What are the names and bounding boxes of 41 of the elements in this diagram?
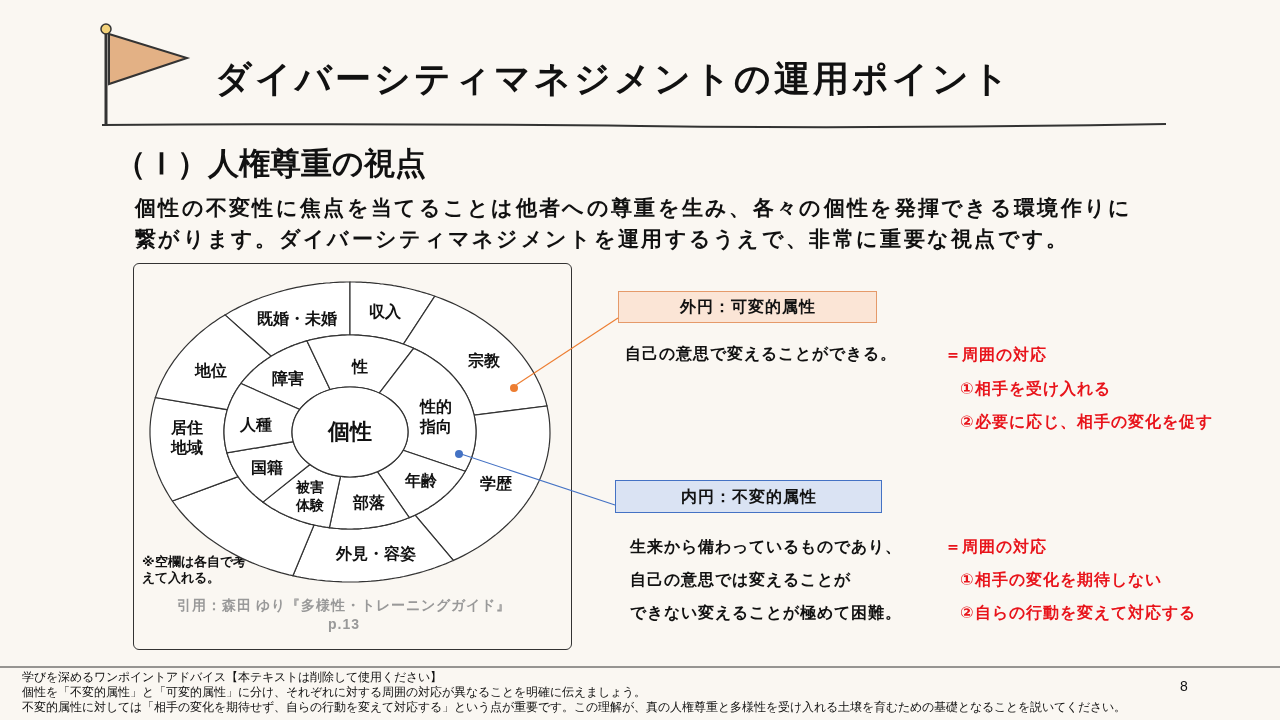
segment-label: 性 — [352, 357, 368, 377]
label-box: 内円：不変的属性 — [615, 480, 882, 513]
segment-label: 外見・容姿 — [336, 544, 416, 564]
diagram-panel — [133, 263, 572, 650]
segment-label: 居住地域 — [170, 418, 204, 458]
description-text: 自己の意思では変えることが — [630, 570, 851, 590]
response-text: ②必要に応じ、相手の変化を促す — [960, 412, 1213, 432]
center-label: 個性 — [328, 418, 372, 446]
segment-label: 宗教 — [468, 351, 500, 371]
description-text: 生来から備わっているものであり、 — [630, 537, 902, 557]
segment-label: 既婚・未婚 — [257, 309, 337, 329]
response-text: ①相手を受け入れる — [960, 379, 1111, 399]
advice-note: 個性を「不変的属性」と「可変的属性」に分け、それぞれに対する周囲の対応が異なることを明確に伝えましょう。 — [22, 685, 646, 700]
segment-label: 地位 — [195, 361, 227, 381]
advice-note: 学びを深めるワンポイントアドバイス【本テキストは削除して使用ください】 — [22, 670, 442, 685]
segment-label: 被害体験 — [295, 478, 325, 514]
segment-label: 収入 — [369, 302, 401, 322]
description-text: できない変えることが極めて困難。 — [630, 603, 902, 624]
marker-dot — [455, 450, 463, 458]
segment-label: 障害 — [272, 369, 304, 389]
citation-text: 引用：森田 ゆり『多様性・トレーニングガイド』 p.13 — [175, 596, 513, 634]
description-text: 自己の意思で変えることができる。 — [625, 344, 897, 364]
section-heading: （Ｉ）人権尊重の視点 — [115, 145, 426, 183]
segment-label: 部落 — [353, 493, 385, 513]
segment-label: 性的指向 — [419, 397, 453, 437]
response-text: ②自らの行動を変えて対応する — [960, 603, 1196, 623]
intro-paragraph: 個性の不変性に焦点を当てることは他者への尊重を生み、各々の個性を発揮できる環境作りに繋がります。ダイバーシティマネジメントを運用するうえで、非常に重要な視点です。 — [135, 195, 1134, 253]
marker-dot — [510, 384, 518, 392]
segment-label: 国籍 — [251, 458, 283, 478]
response-text: ①相手の変化を期待しない — [960, 570, 1162, 591]
slide-title: ダイバーシティマネジメントの運用ポイント — [215, 57, 1012, 101]
response-text: ＝周囲の対応 — [945, 537, 1047, 557]
label-box: 外円：可変的属性 — [618, 291, 877, 323]
response-text: ＝周囲の対応 — [945, 345, 1047, 365]
segment-label: 人種 — [240, 415, 272, 435]
leader-line — [461, 453, 616, 506]
advice-note: 不変的属性に対しては「相手の変化を期待せず、自らの行動を変えて対応する」という点が重要です。この理解が、真の人権尊重と多様性を受け入れる土壌を育むための基礎となることを説いてください。 — [22, 700, 1126, 715]
page-number: 8 — [1180, 678, 1188, 694]
segment-label: 学歴 — [480, 474, 512, 494]
leader-line — [515, 317, 619, 386]
segment-label: 年齢 — [405, 471, 437, 491]
